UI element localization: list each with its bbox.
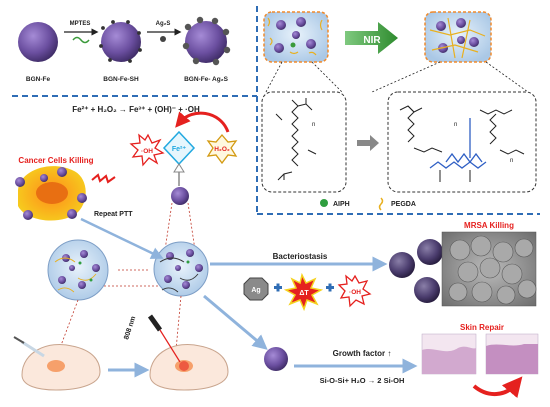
pegda-icon <box>378 197 384 211</box>
label-fe: Fe²⁺ <box>172 146 187 153</box>
label-h2o2: H₂O₂ <box>214 146 230 153</box>
heat-burst <box>283 272 324 312</box>
small-particle <box>171 187 189 205</box>
oh-burst <box>337 274 372 308</box>
bgn-fe-particle <box>18 22 58 62</box>
label-808nm: 808 nm <box>123 316 137 341</box>
label-n-2: n <box>454 122 457 128</box>
heat-zap-icon <box>91 173 116 184</box>
crosslinked-structure-box <box>387 91 537 193</box>
skin-panel <box>203 294 539 399</box>
reaction-arrow-gray <box>357 135 379 151</box>
syringe-icon <box>21 340 45 358</box>
arrow-to-skin <box>203 294 268 350</box>
label-repeat-ptt: Repeat PTT <box>94 211 133 218</box>
label-delta-t: ΔT <box>299 290 309 297</box>
central-hydrogel <box>47 217 209 351</box>
label-n-3: n <box>510 158 513 164</box>
synthesis-panel <box>18 16 231 66</box>
laser-pointer-icon <box>147 314 163 332</box>
label-cancer-killing: Cancer Cells Killing <box>18 156 93 165</box>
label-mptes: MPTES <box>70 21 91 27</box>
cancer-panel <box>15 166 116 221</box>
label-ag2s-reagent: Ag₂S <box>156 21 171 27</box>
label-bgn-fe-sh: BGN-Fe-SH <box>103 76 139 83</box>
label-skin-repair: Skin Repair <box>460 323 504 332</box>
bacteria-cluster-3 <box>414 277 440 303</box>
aiph-icon <box>320 199 328 207</box>
label-bacteriostasis: Bacteriostasis <box>273 252 328 261</box>
fenton-panel <box>129 111 238 251</box>
label-bgn-fe: BGN-Fe <box>26 76 51 83</box>
label-growth-factor: Growth factor ↑ <box>333 349 392 358</box>
label-oh-fenton: ·OH <box>141 148 153 155</box>
bgn-fe-ag2s-particle <box>185 21 227 63</box>
mouse-panel <box>13 314 229 391</box>
label-nir: NIR <box>363 35 381 46</box>
label-silica-reaction: Si-O-Si+ H₂O → 2 Si-OH <box>320 376 405 385</box>
h2o2-burst <box>206 134 238 165</box>
bgn-fe-sh-particle <box>101 22 141 62</box>
arrow-repeat-ptt <box>80 217 164 259</box>
bacteria-cluster-2 <box>417 239 443 265</box>
label-pegda: PEGDA <box>391 201 416 208</box>
nir-panel <box>261 11 537 211</box>
label-mrsa-killing: MRSA Killing <box>464 221 514 230</box>
label-bgn-fe-ag2s: BGN-Fe- Ag₂S <box>184 76 228 83</box>
fenton-equation: Fe²⁺ + H₂O₂ → Fe³⁺ + (OH)⁻ + ·OH <box>72 105 200 114</box>
repair-arrow <box>472 376 523 399</box>
antibacterial-panel <box>210 231 537 312</box>
pegda-structure-box <box>261 91 347 193</box>
bacteria-cluster-1 <box>389 252 415 278</box>
fenton-cycle-arrow <box>175 111 230 133</box>
label-oh-antibac: ·OH <box>349 289 361 296</box>
nir-arrow <box>345 22 398 54</box>
particle-skin <box>264 347 288 371</box>
oh-radical-burst <box>129 133 165 167</box>
label-ag: Ag <box>251 287 260 294</box>
label-n-1: n <box>312 122 315 128</box>
ag-octagon <box>243 277 269 301</box>
label-aiph: AIPH <box>333 201 350 208</box>
